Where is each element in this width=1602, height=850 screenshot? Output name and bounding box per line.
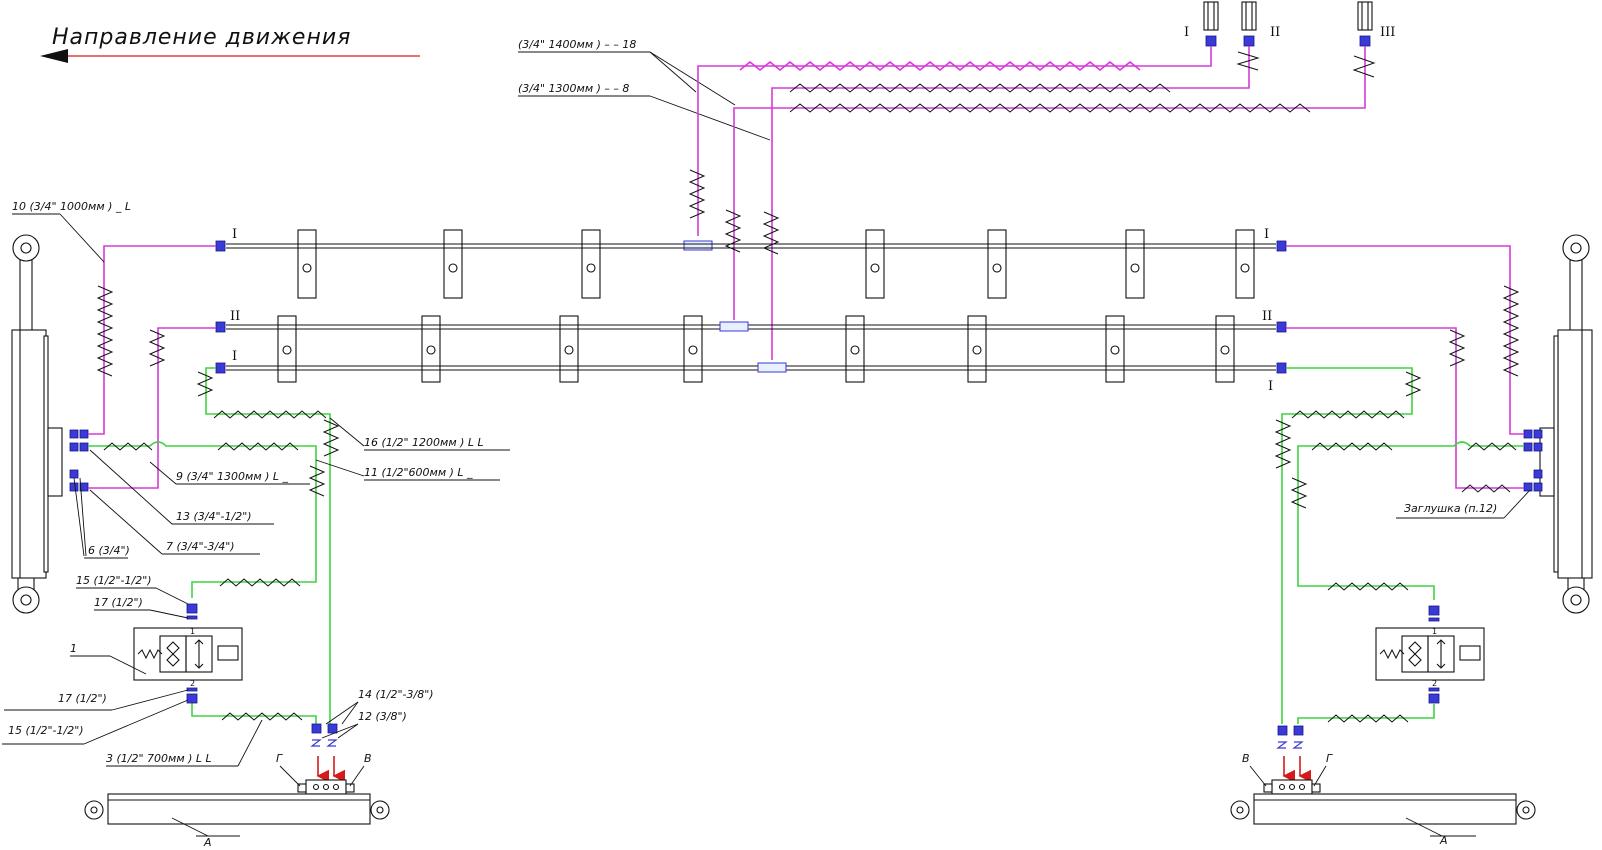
right-valve: 1 2 xyxy=(1375,605,1485,704)
label-10: 10 (3/4" 1000мм ) _ L xyxy=(12,200,131,213)
shaft-1-brackets xyxy=(226,229,1276,299)
right-cylinder xyxy=(1539,234,1593,614)
left-pink-hoses xyxy=(88,245,216,489)
roman-label-III: III xyxy=(1380,25,1395,40)
roman-label-I: I xyxy=(1184,25,1189,40)
label-12: 12 (3/8") xyxy=(358,710,407,723)
label-g-left: Г xyxy=(276,752,283,765)
label-6: 6 (3/4") xyxy=(88,544,130,557)
outlet-III-block xyxy=(1357,1,1373,31)
label-8: (3/4" 1300мм ) – – 8 xyxy=(518,82,629,95)
direction-arrow-icon xyxy=(40,49,68,63)
roman-label-II: II xyxy=(1270,25,1280,40)
right-labels: Заглушка (п.12) В Г А xyxy=(1242,489,1531,847)
left-valve-port-1: 1 xyxy=(190,627,195,636)
shaft-3: I I xyxy=(215,349,1287,394)
left-valve-port-2: 2 xyxy=(190,679,195,688)
right-green-hoses xyxy=(1274,367,1524,724)
shaft-2-right-label: II xyxy=(1262,309,1272,324)
label-15b: 15 (1/2"-1/2") xyxy=(8,724,84,737)
outlet-II-block xyxy=(1241,1,1257,31)
right-lower-assembly xyxy=(1230,725,1536,825)
right-cylinder-fittings xyxy=(1523,429,1543,492)
outlet-I-block xyxy=(1203,1,1219,31)
outlet-III-fitting xyxy=(1359,35,1371,47)
label-14: 14 (1/2"-3/8") xyxy=(358,688,434,701)
label-3: 3 (1/2" 700мм ) L L xyxy=(106,752,212,765)
shaft-2-brackets xyxy=(226,315,1276,383)
label-v-left: В xyxy=(364,752,372,765)
label-a-left: А xyxy=(203,836,212,849)
shaft-2-left-label: II xyxy=(230,309,240,324)
direction-title: Направление движения xyxy=(52,25,351,50)
direction-header: Направление движения xyxy=(40,25,420,63)
right-valve-port-1: 1 xyxy=(1432,627,1437,636)
left-cylinder-fittings xyxy=(69,429,89,492)
shaft-3-right-label: I xyxy=(1268,379,1273,394)
left-labels: 10 (3/4" 1000мм ) _ L 16 (1/2" 1200мм ) … xyxy=(2,200,510,849)
label-18: (3/4" 1400мм ) – – 18 xyxy=(518,38,636,51)
outlet-I-fitting xyxy=(1205,35,1217,47)
label-a-right: А xyxy=(1439,834,1448,847)
left-cylinder xyxy=(11,234,63,614)
outlet-II-fitting xyxy=(1243,35,1255,47)
label-17a: 17 (1/2") xyxy=(94,596,143,609)
shaft-3-left-label: I xyxy=(232,349,237,364)
label-17b: 17 (1/2") xyxy=(58,692,107,705)
top-hoses xyxy=(688,46,1376,360)
label-zaglushka: Заглушка (п.12) xyxy=(1404,502,1497,515)
left-lower-assembly xyxy=(84,723,390,825)
label-15a: 15 (1/2"-1/2") xyxy=(76,574,152,587)
label-1: 1 xyxy=(70,642,77,655)
label-13: 13 (3/4"-1/2") xyxy=(176,510,252,523)
right-pink-hoses xyxy=(1286,245,1524,493)
label-7: 7 (3/4"-3/4") xyxy=(166,540,235,553)
label-11: 11 (1/2"600мм ) L _ xyxy=(364,466,473,479)
top-outlets: I II III xyxy=(1184,1,1395,47)
right-valve-port-2: 2 xyxy=(1432,679,1437,688)
label-16: 16 (1/2" 1200мм ) L L xyxy=(364,436,484,449)
label-g-right: Г xyxy=(1326,752,1333,765)
left-green-hoses xyxy=(88,367,340,724)
label-9: 9 (3/4" 1300мм ) L _ xyxy=(176,470,289,483)
left-valve: 1 2 xyxy=(133,603,243,704)
top-labels: (3/4" 1400мм ) – – 18 (3/4" 1300мм ) – –… xyxy=(518,38,771,141)
shaft-1-left-label: I xyxy=(232,227,237,242)
label-v-right: В xyxy=(1242,752,1250,765)
shaft-1-right-label: I xyxy=(1264,227,1269,242)
